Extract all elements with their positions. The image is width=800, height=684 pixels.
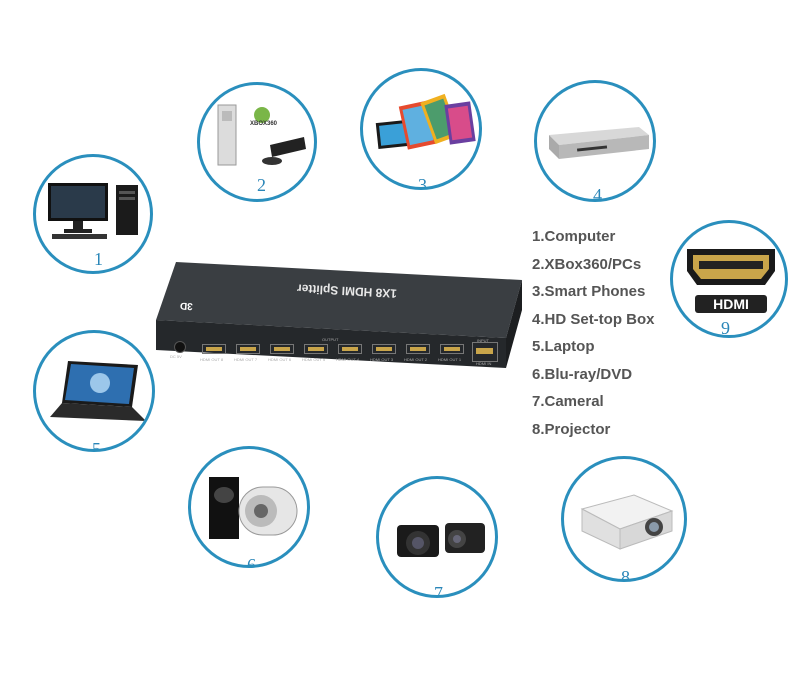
hdmi-splitter-device: 1X8 HDMI Splitter 3D OUTPUT DC 5V HDMI O…: [150, 258, 532, 368]
hdmi-output-port-label: HDMI OUT 7: [234, 357, 258, 362]
hdmi-output-port-label: HDMI OUT 8: [200, 357, 224, 362]
hdmi-output-port: [304, 344, 328, 354]
node-number: 1: [94, 249, 103, 269]
hdmi-output-port-label: HDMI OUT 3: [370, 357, 394, 362]
hdmi-output-port-label: HDMI OUT 1: [438, 357, 462, 362]
hdmi-input-port: [472, 342, 498, 362]
node-number: 9: [721, 318, 730, 338]
projector-icon: [574, 489, 678, 553]
node-number: 7: [434, 583, 443, 598]
hdmi-output-port: [372, 344, 396, 354]
legend-item-bluray-dvd: 6.Blu-ray/DVD: [532, 365, 633, 383]
circle-smart-phones: 3: [360, 68, 482, 190]
hdmi-output-port: [338, 344, 362, 354]
hdmi-output-port-label: HDMI OUT 5: [302, 357, 326, 362]
node-number: 4: [593, 185, 602, 202]
circle-hdmi: HDMI 9: [670, 220, 788, 338]
circle-xbox360: XBOX360 2: [197, 82, 317, 202]
legend-item-xbox360: 2.XBox360/PCs: [532, 255, 642, 273]
computer-icon: [46, 181, 146, 241]
hdmi-output-port: [406, 344, 430, 354]
input-port-label: HDMI IN: [476, 361, 492, 366]
smartphones-icon: [373, 89, 477, 159]
device-logo: 3D: [179, 299, 194, 312]
legend-item-set-top-box: 4.HD Set-top Box: [532, 310, 655, 328]
node-number: 2: [257, 175, 266, 195]
output-section-label: OUTPUT: [322, 337, 339, 342]
device-legend: 1.Computer 2.XBox360/PCs 3.Smart Phones …: [532, 226, 655, 446]
set-top-box-icon: [547, 125, 651, 165]
circle-laptop: 5: [33, 330, 155, 452]
circle-set-top-box: 4: [534, 80, 656, 202]
node-number: 8: [621, 567, 630, 582]
node-number: 3: [418, 175, 427, 190]
hdmi-output-port: [270, 344, 294, 354]
xbox-console-icon: [214, 97, 310, 169]
hdmi-output-port-label: HDMI OUT 4: [336, 357, 360, 362]
hdmi-connector-icon: [683, 245, 779, 289]
input-label: INPUT: [477, 338, 489, 343]
power-label: DC 5V: [170, 354, 182, 359]
legend-item-camera: 7.Cameral: [532, 393, 604, 410]
speaker-icon: [205, 471, 301, 541]
hdmi-output-port: [440, 344, 464, 354]
circle-bluray-dvd: 6: [188, 446, 310, 568]
xbox360-logo-text: XBOX360: [250, 121, 278, 127]
legend-item-computer: 1.Computer: [532, 228, 616, 245]
hdmi-output-port: [202, 344, 226, 354]
hdmi-logo-badge: [695, 295, 767, 313]
circle-projector: 8: [561, 456, 687, 582]
power-port: [174, 341, 186, 353]
node-number: 6: [247, 555, 256, 568]
hdmi-output-port-label: HDMI OUT 6: [268, 357, 292, 362]
node-number: 5: [92, 439, 101, 452]
hdmi-logo-text: HDMI: [713, 296, 749, 312]
camera-icon: [393, 515, 489, 565]
hdmi-output-port: [236, 344, 260, 354]
circle-computer: 1: [33, 154, 153, 274]
circle-camera: 7: [376, 476, 498, 598]
legend-item-projector: 8.Projector: [532, 420, 611, 438]
hdmi-output-port-label: HDMI OUT 2: [404, 357, 428, 362]
laptop-icon: [46, 359, 150, 429]
legend-item-laptop: 5.Laptop: [532, 338, 595, 355]
legend-item-smart-phones: 3.Smart Phones: [532, 283, 646, 300]
